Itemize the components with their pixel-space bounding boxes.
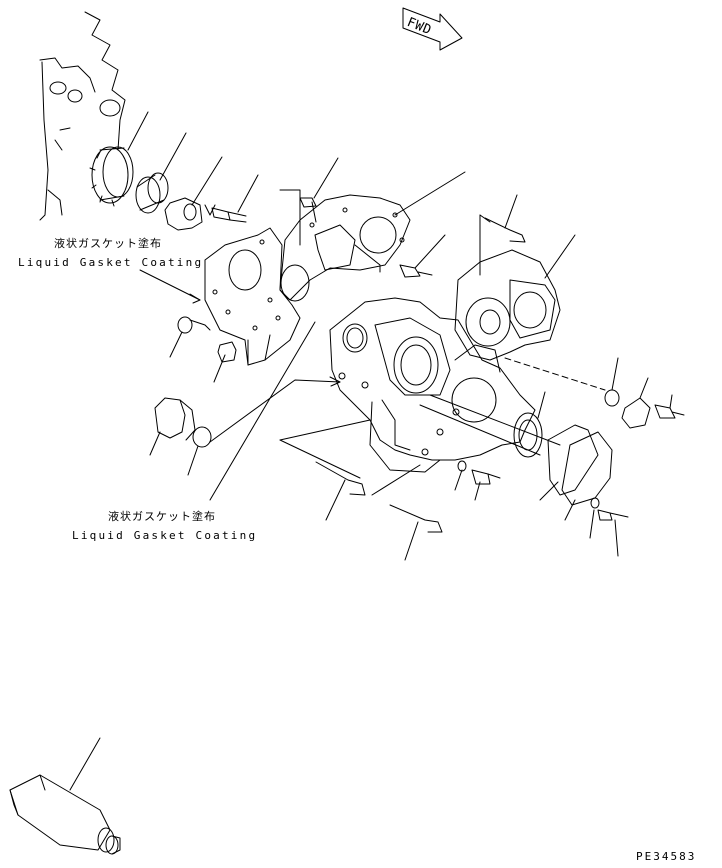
coupling bbox=[165, 157, 222, 230]
cap-plug bbox=[150, 398, 211, 475]
cover-plate bbox=[540, 425, 612, 520]
coating-label-1-en: Liquid Gasket Coating bbox=[18, 256, 204, 269]
timing-case-housing bbox=[455, 235, 575, 360]
small-gasket-right bbox=[505, 358, 684, 428]
bolt-4 bbox=[480, 195, 525, 275]
bushing bbox=[136, 133, 186, 213]
washer-bolt-right bbox=[590, 498, 628, 556]
crank-gear bbox=[90, 112, 148, 206]
o-ring-left bbox=[170, 317, 210, 357]
gasket-plate-upper bbox=[280, 172, 465, 300]
oil-seal bbox=[514, 392, 545, 457]
engine-block bbox=[40, 12, 125, 220]
bolt-lower-2 bbox=[372, 465, 442, 560]
bolt-3 bbox=[400, 235, 445, 277]
bolt-lower-3 bbox=[455, 461, 500, 500]
spacer bbox=[214, 342, 236, 382]
bolt-2 bbox=[300, 158, 338, 222]
drawing-number: PE34583 bbox=[636, 850, 697, 863]
bolt-lower-1 bbox=[280, 420, 370, 520]
front-cover bbox=[330, 298, 560, 472]
liquid-gasket-tube bbox=[10, 738, 120, 854]
leader-line-1 bbox=[128, 112, 148, 150]
coating-label-2-jp: 液状ガスケット塗布 bbox=[108, 510, 216, 523]
bolt-1 bbox=[212, 175, 258, 222]
coating-label-1-jp: 液状ガスケット塗布 bbox=[54, 237, 162, 250]
gasket-plate-left bbox=[205, 228, 309, 365]
coating-leaders bbox=[140, 270, 340, 500]
coating-label-2-en: Liquid Gasket Coating bbox=[72, 529, 258, 542]
fwd-arrow bbox=[403, 8, 462, 50]
